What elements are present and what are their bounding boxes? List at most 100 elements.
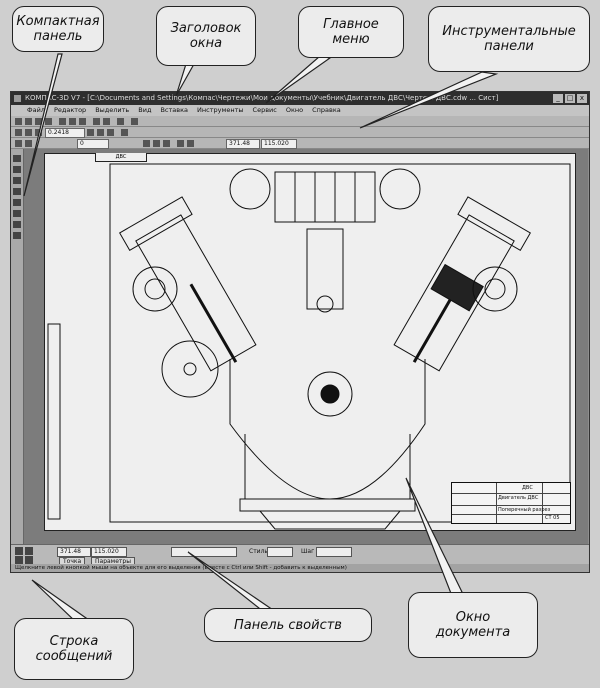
drawing-sheet[interactable]: ДВС <box>44 153 576 531</box>
cursor-icon[interactable] <box>187 140 194 147</box>
fuel-pump <box>306 228 344 310</box>
minimize-button[interactable]: _ <box>553 94 563 103</box>
leader-document-window <box>405 477 463 597</box>
left-air-pipe <box>229 168 271 210</box>
leader-compact-panel <box>23 53 63 197</box>
angle-field[interactable] <box>171 547 237 557</box>
maximize-button[interactable]: □ <box>565 94 575 103</box>
zoom-out-icon[interactable] <box>25 129 32 136</box>
menu-item-editor[interactable]: Редактор <box>53 106 87 114</box>
state-icon[interactable] <box>15 140 22 147</box>
symbols-icon[interactable] <box>13 177 21 184</box>
specification-icon[interactable] <box>13 232 21 239</box>
cursor-x-field[interactable]: 371.48 <box>226 139 260 149</box>
pan-icon[interactable] <box>87 129 94 136</box>
intake-manifold <box>274 171 376 223</box>
scale-field[interactable]: 0.2418 <box>45 128 85 138</box>
open-icon[interactable] <box>25 118 32 125</box>
menu-item-insert[interactable]: Вставка <box>160 106 189 114</box>
style-field[interactable] <box>267 547 293 557</box>
step-field[interactable] <box>316 547 352 557</box>
oil-pan <box>259 510 401 530</box>
dimensions-icon[interactable] <box>13 166 21 173</box>
snap-icon[interactable] <box>143 140 150 147</box>
help-icon[interactable] <box>25 556 33 564</box>
zoom-previous-icon[interactable] <box>121 129 128 136</box>
menu-item-file[interactable]: Файл <box>27 106 45 114</box>
save-icon[interactable] <box>35 118 42 125</box>
show-all-icon[interactable] <box>107 129 114 136</box>
undo-icon[interactable] <box>93 118 100 125</box>
layer-field[interactable]: 0 <box>77 139 109 149</box>
stamp-code: СТ 05 <box>545 515 560 521</box>
measure-icon[interactable] <box>13 210 21 217</box>
callout-toolbars: Инструментальные панели <box>428 6 590 72</box>
print-icon[interactable] <box>45 118 52 125</box>
app-window: КОМПАС-3D V7 - [C:\Documents and Setting… <box>10 91 590 573</box>
edit-icon[interactable] <box>13 188 21 195</box>
layer-icon[interactable] <box>25 140 32 147</box>
leader-message-line <box>31 579 88 623</box>
left-turbo <box>132 266 178 312</box>
leader-properties-panel <box>187 551 278 613</box>
right-air-pipe <box>379 168 421 210</box>
view-toolbar: 0.2418 <box>11 127 589 138</box>
step-label: Шаг <box>301 548 315 555</box>
style-label: Стиль <box>249 548 268 555</box>
refresh-icon[interactable] <box>97 129 104 136</box>
leader-main-menu <box>265 55 332 104</box>
app-icon <box>14 95 21 102</box>
create-object-icon[interactable] <box>25 547 33 555</box>
stamp-mark: ДВС <box>522 485 533 491</box>
zoom-window-icon[interactable] <box>35 129 42 136</box>
callout-properties-panel: Панель свойств <box>204 608 372 642</box>
menu-item-window[interactable]: Окно <box>285 106 304 114</box>
stop-command-icon[interactable] <box>15 547 23 555</box>
drawing-frame <box>109 163 571 523</box>
parametrization-icon[interactable] <box>13 199 21 206</box>
menu-item-select[interactable]: Выделить <box>95 106 130 114</box>
side-stamp <box>47 323 61 520</box>
sheet-tab: ДВС <box>95 153 147 162</box>
current-state-toolbar: 0 371.48 115.020 <box>11 138 589 149</box>
stamp-title: Двигатель ДВС <box>498 495 539 501</box>
redo-icon[interactable] <box>103 118 110 125</box>
callout-main-menu: Главное меню <box>298 6 404 58</box>
cursor-y-field[interactable]: 115.020 <box>261 139 297 149</box>
crankshaft <box>307 371 353 417</box>
leader-window-title <box>175 63 196 97</box>
window-title: КОМПАС-3D V7 - [C:\Documents and Setting… <box>25 94 499 102</box>
callout-compact-panel: Компактная панель <box>12 6 104 52</box>
close-button[interactable]: x <box>577 94 587 103</box>
paste-icon[interactable] <box>79 118 86 125</box>
menu-item-tools[interactable]: Инструменты <box>197 106 244 114</box>
ortho-icon[interactable] <box>163 140 170 147</box>
point-y-field[interactable]: 115.020 <box>91 547 127 557</box>
local-cs-icon[interactable] <box>177 140 184 147</box>
callout-message-line: Строка сообщений <box>14 618 134 680</box>
new-document-icon[interactable] <box>15 118 22 125</box>
panel-pin-icon[interactable] <box>15 556 23 564</box>
standard-toolbar <box>11 116 589 127</box>
zoom-in-icon[interactable] <box>15 129 22 136</box>
menu-item-help[interactable]: Справка <box>312 106 341 114</box>
document-window[interactable]: ДВС <box>24 149 588 544</box>
leader-toolbars <box>359 71 499 129</box>
cut-icon[interactable] <box>59 118 66 125</box>
right-turbo <box>472 266 518 312</box>
menu-item-service[interactable]: Сервис <box>252 106 277 114</box>
help-icon[interactable] <box>131 118 138 125</box>
properties-icon[interactable] <box>117 118 124 125</box>
point-x-field[interactable]: 371.48 <box>57 547 91 557</box>
callout-document-window: Окно документа <box>408 592 538 658</box>
engine-drawing <box>47 163 571 530</box>
title-block: ДВС Двигатель ДВС Поперечный разрез СТ 0… <box>451 482 571 524</box>
main-menu: Файл Редактор Выделить Вид Вставка Инстр… <box>11 105 589 116</box>
menu-item-view[interactable]: Вид <box>138 106 152 114</box>
geometry-icon[interactable] <box>13 155 21 162</box>
grid-icon[interactable] <box>153 140 160 147</box>
selection-icon[interactable] <box>13 221 21 228</box>
stamp-name: Поперечный разрез <box>498 507 551 513</box>
copy-icon[interactable] <box>69 118 76 125</box>
